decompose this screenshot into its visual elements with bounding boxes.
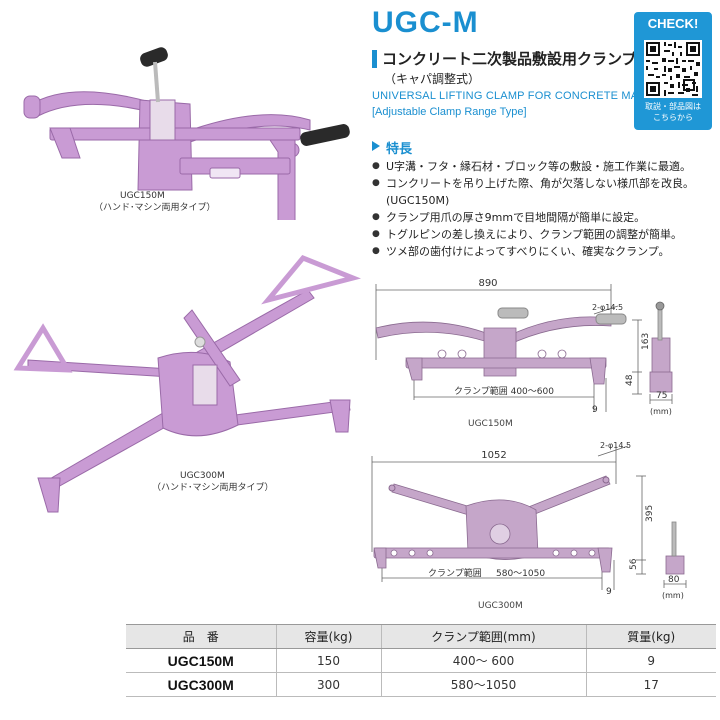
ugc150m-photo-caption: UGC150M （ハンド･マシン両用タイプ） <box>94 191 216 213</box>
dim-300-width: 1052 <box>481 450 506 461</box>
dim-150-width: 890 <box>478 278 497 289</box>
dim-150-caption: UGC150M <box>468 419 513 429</box>
feature-item: コンクリートを吊り上げた際、角が欠落しない様爪部を改良。 <box>372 175 717 192</box>
english-note: [Adjustable Clamp Range Type] <box>372 106 527 118</box>
dim-300-height: 395 <box>645 505 655 522</box>
dim-300-range-label: クランプ範囲 <box>428 567 482 579</box>
features-triangle-icon <box>372 141 380 151</box>
table-row: UGC150M 150 400～ 600 9 <box>126 648 716 673</box>
ugc150m-clamp-image <box>23 47 350 220</box>
dim-150-height: 163 <box>641 333 651 350</box>
ugc150m-dimension-diagram: 890 2-φ14.5 163 48 クランプ範囲 400～600 9 75 (… <box>375 278 673 429</box>
cell-model: UGC150M <box>126 648 276 673</box>
dim-300-thickness: 9 <box>606 587 612 597</box>
dim-150-unit: (mm) <box>650 407 672 416</box>
dim-300-lower: 56 <box>629 558 639 570</box>
cell-weight: 9 <box>585 648 716 673</box>
dim-150-lower: 48 <box>625 374 635 386</box>
cell-capacity: 300 <box>275 672 381 697</box>
dim-300-range-value: 580～1050 <box>496 569 545 579</box>
col-header-capacity: 容量(kg) <box>275 624 381 649</box>
cell-clamp-range: 580～1050 <box>380 672 586 697</box>
feature-item-continuation: (UGC150M) <box>386 194 450 207</box>
features-list: U字溝・フタ・縁石材・ブロック等の敷設・施工作業に最適。 コンクリートを吊り上げ… <box>372 158 717 260</box>
dim-150-side-width: 75 <box>656 391 667 401</box>
dim-300-caption: UGC300M <box>478 601 523 611</box>
cell-capacity: 150 <box>275 648 381 673</box>
spec-table-header-row: 品 番 容量(kg) クランプ範囲(mm) 質量(kg) <box>126 624 716 649</box>
dim-300-hole: 2-φ14.5 <box>600 441 631 450</box>
feature-item: U字溝・フタ・縁石材・ブロック等の敷設・施工作業に最適。 <box>372 158 717 175</box>
col-header-clamp-range: クランプ範囲(mm) <box>380 624 586 649</box>
product-subtitle: コンクリート二次製品敷設用クランプ <box>382 50 637 68</box>
ugc300m-dimension-diagram: 1052 2-φ14.5 395 56 クランプ範囲 580～1050 9 80… <box>371 441 687 611</box>
dim-150-range: クランプ範囲 400～600 <box>454 385 554 397</box>
qr-code-icon[interactable] <box>644 40 702 98</box>
page-title: UGC-M <box>372 6 479 39</box>
table-row: UGC300M 300 580～1050 17 <box>126 672 716 697</box>
spec-table: 品 番 容量(kg) クランプ範囲(mm) 質量(kg) UGC150M 150… <box>126 624 716 697</box>
dim-150-thickness: 9 <box>592 405 598 415</box>
cell-model: UGC300M <box>126 672 276 697</box>
col-header-model: 品 番 <box>126 624 276 649</box>
english-title: UNIVERSAL LIFTING CLAMP FOR CONCRETE MAT… <box>372 90 678 102</box>
qr-caption: 取説・部品図は こちらから <box>645 102 701 122</box>
dim-150-hole: 2-φ14.5 <box>592 303 623 312</box>
col-header-weight: 質量(kg) <box>585 624 716 649</box>
feature-item: トグルピンの差し換えにより、クランプ範囲の調整が簡単。 <box>372 226 717 243</box>
check-label: CHECK! <box>647 16 699 31</box>
dim-300-side-width: 80 <box>668 575 680 585</box>
ugc300m-photo-caption: UGC300M （ハンド･マシン両用タイプ） <box>152 471 274 493</box>
product-subtitle-note: （キャパ調整式） <box>384 72 481 86</box>
feature-item: ツメ部の歯付けによってすべりにくい、確実なクランプ。 <box>372 243 717 260</box>
qr-code-graphic <box>644 40 702 98</box>
cell-weight: 17 <box>585 672 716 697</box>
cell-clamp-range: 400～ 600 <box>380 648 586 673</box>
feature-item: クランプ用爪の厚さ9mmで目地間隔が簡単に設定。 <box>372 209 717 226</box>
dim-300-unit: (mm) <box>662 591 684 600</box>
ugc300m-clamp-image <box>13 255 362 513</box>
subtitle-marker <box>372 50 377 68</box>
features-heading: 特長 <box>386 142 413 157</box>
